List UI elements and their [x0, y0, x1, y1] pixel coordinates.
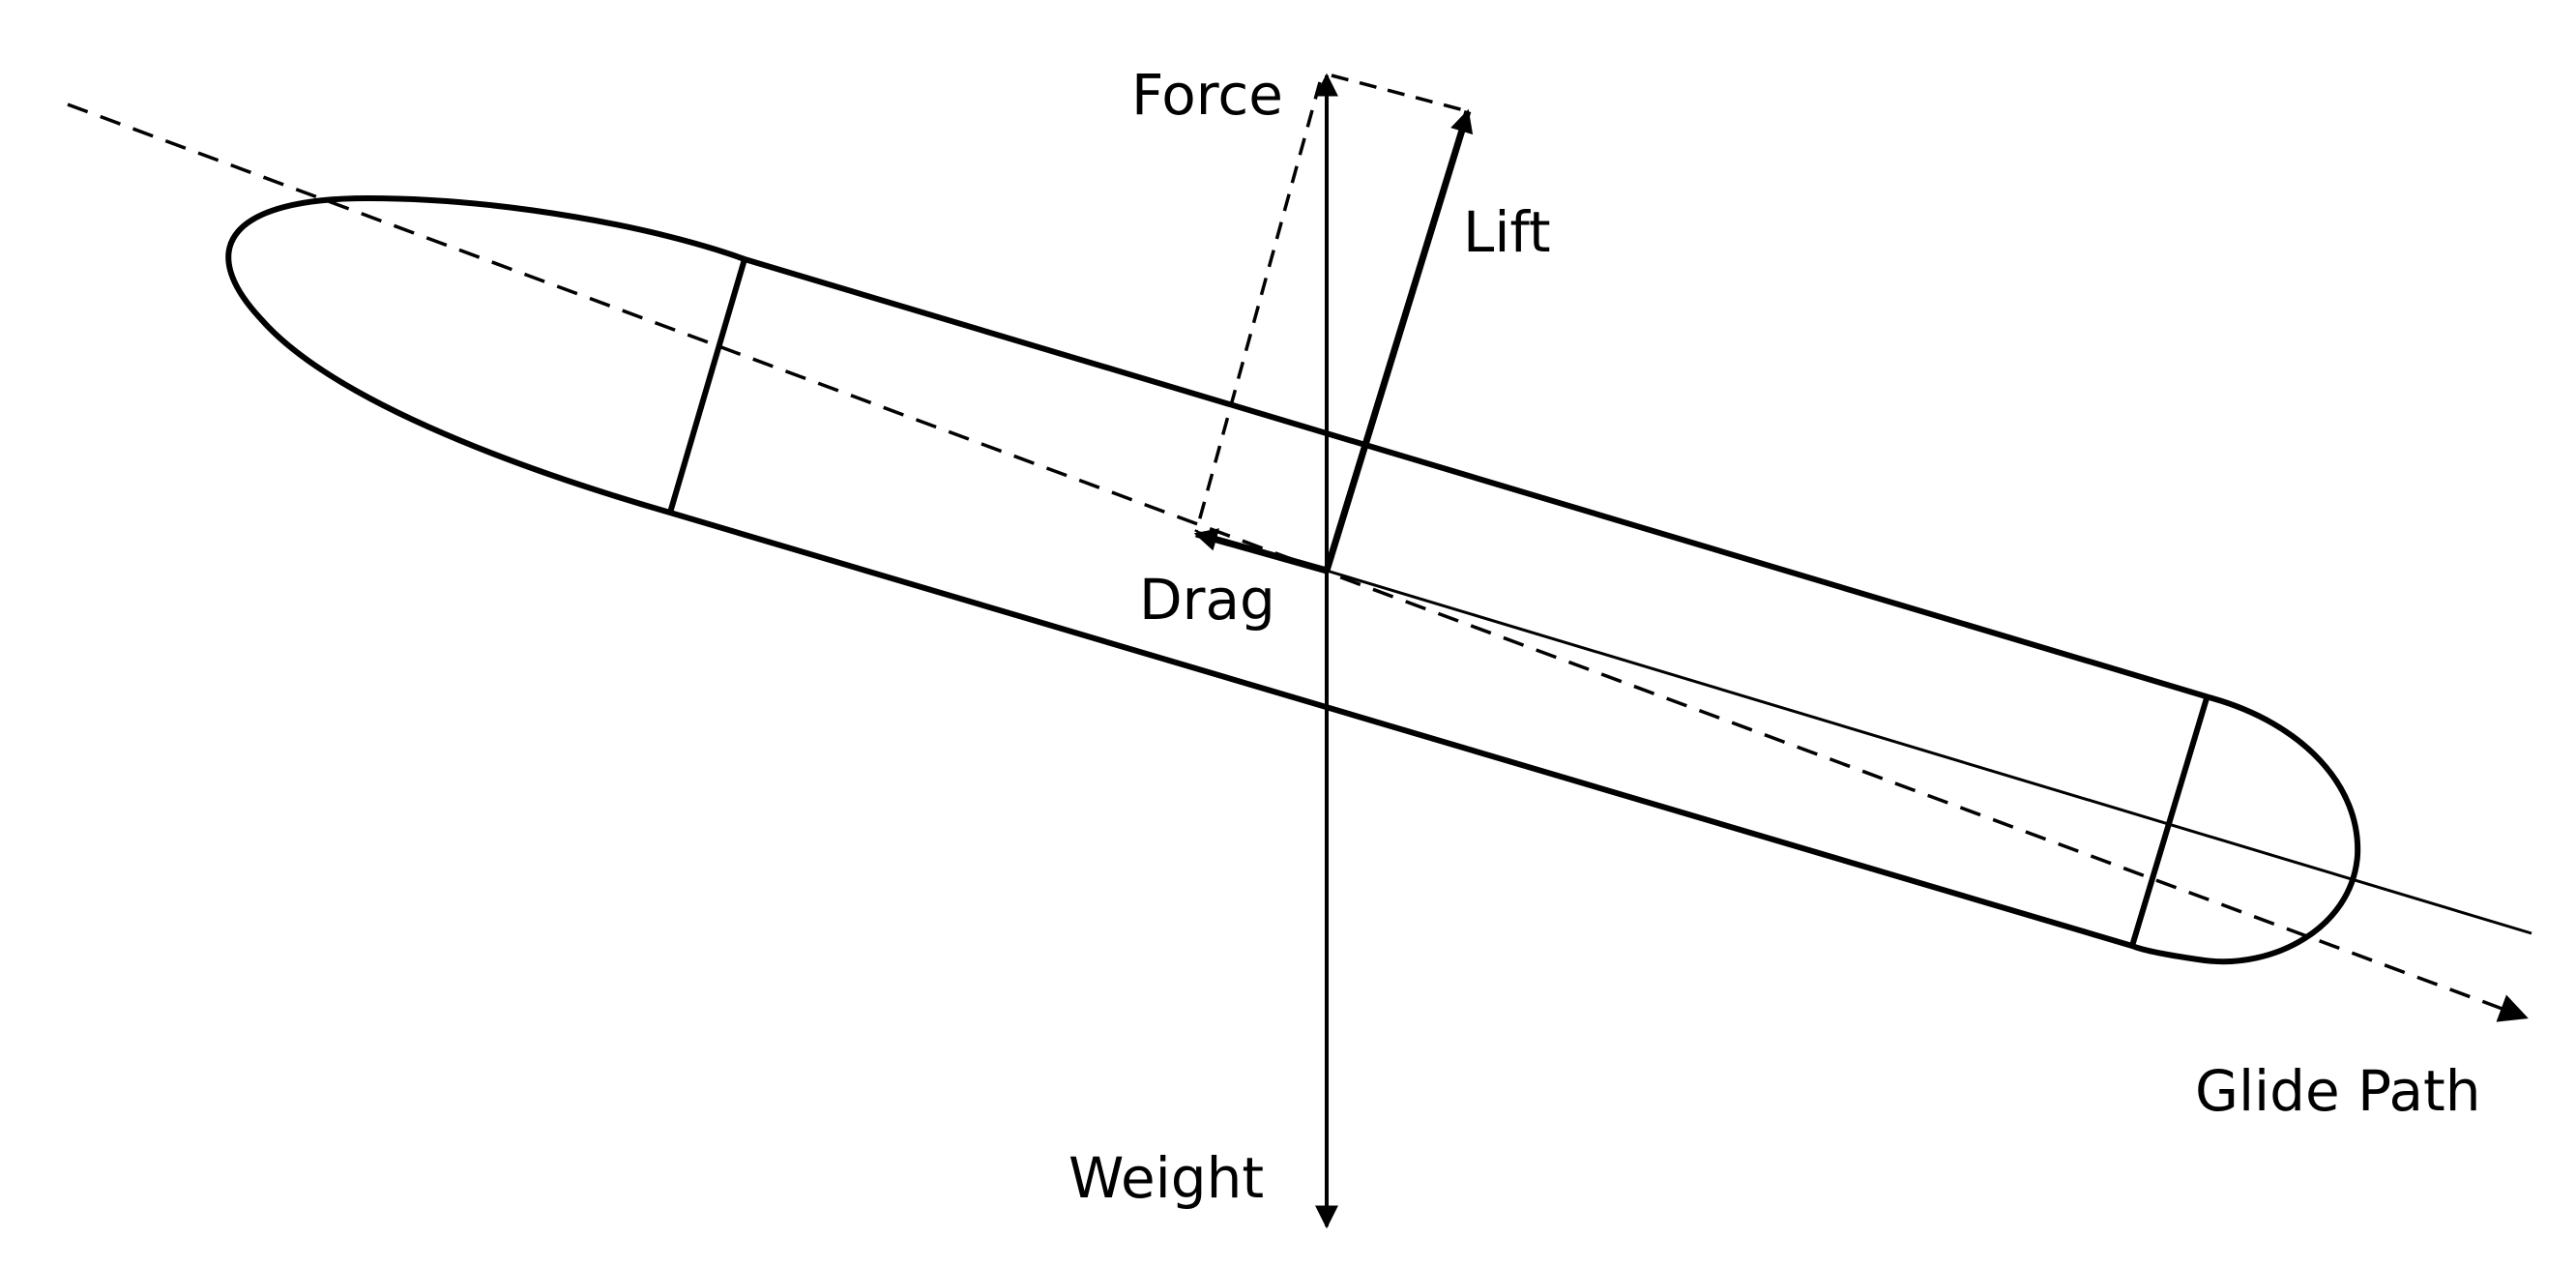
glide-path-label: Glide Path — [2195, 1058, 2481, 1124]
body-axis-line — [1326, 569, 2532, 935]
weight-label: Weight — [1068, 1145, 1264, 1211]
force-label: Force — [1131, 62, 1283, 128]
body-section-front — [667, 258, 747, 514]
glider-body-outline — [225, 195, 2361, 965]
drag-label: Drag — [1139, 567, 1275, 633]
lift-label: Lift — [1463, 199, 1551, 265]
construction-line-top — [1331, 74, 1469, 113]
lift-arrow — [1323, 108, 1474, 573]
body-section-rear — [2129, 697, 2210, 947]
construction-line-left — [1194, 81, 1322, 533]
drag-arrow — [1193, 528, 1328, 575]
glide-path-line — [67, 103, 2529, 1022]
